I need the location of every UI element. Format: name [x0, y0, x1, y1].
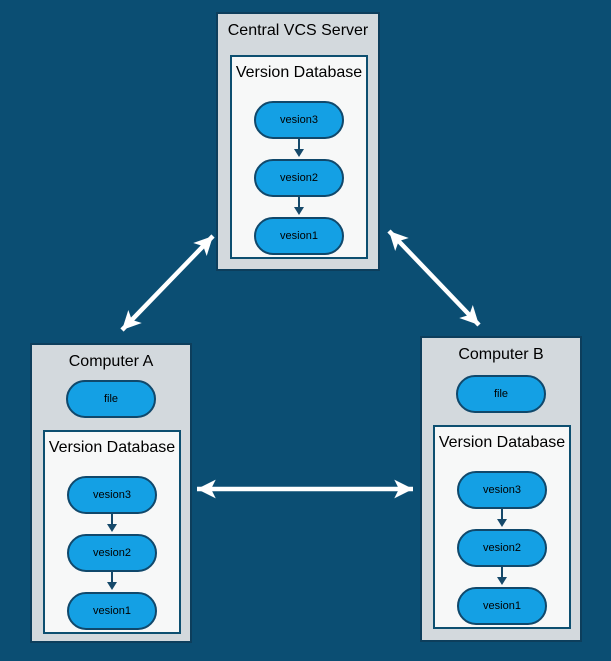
arrow-head: [497, 577, 507, 585]
node-central-vcs-server: Central VCS Server Version Database vesi…: [216, 12, 380, 271]
arrow-stem: [501, 509, 503, 519]
node-title: Computer B: [458, 346, 544, 363]
version-pill: vesion2: [67, 534, 157, 572]
arrow-head: [294, 149, 304, 157]
arrow-head: [294, 207, 304, 215]
version-database-title: Version Database: [438, 434, 566, 451]
arrow-stem: [298, 139, 300, 149]
edge-computer-a-server: [120, 234, 215, 332]
edge-server-computer-b: [387, 229, 481, 327]
down-arrow-icon: [497, 567, 507, 585]
version-database-title: Version Database: [235, 64, 363, 81]
version-pill: vesion2: [457, 529, 547, 567]
version-database-box: Version Database vesion3 vesion2 vesion1: [43, 430, 181, 634]
version-database-box: Version Database vesion3 vesion2 vesion1: [230, 55, 368, 259]
file-pill: file: [456, 375, 546, 413]
version-pill: vesion1: [67, 592, 157, 630]
node-computer-b: Computer B file Version Database vesion3…: [420, 336, 582, 642]
version-pill: vesion1: [254, 217, 344, 255]
down-arrow-icon: [294, 197, 304, 215]
arrow-stem: [298, 197, 300, 207]
node-title: Central VCS Server: [227, 22, 369, 39]
version-pill: vesion1: [457, 587, 547, 625]
arrow-head: [497, 519, 507, 527]
version-pill: vesion2: [254, 159, 344, 197]
arrow-stem: [111, 514, 113, 524]
version-pill: vesion3: [67, 476, 157, 514]
version-pill: vesion3: [254, 101, 344, 139]
arrow-stem: [501, 567, 503, 577]
version-database-title: Version Database: [48, 439, 176, 456]
node-computer-a: Computer A file Version Database vesion3…: [30, 343, 192, 643]
version-pill: vesion3: [457, 471, 547, 509]
down-arrow-icon: [107, 572, 117, 590]
version-database-box: Version Database vesion3 vesion2 vesion1: [433, 425, 571, 629]
node-title: Computer A: [68, 353, 154, 370]
file-pill: file: [66, 380, 156, 418]
arrow-head: [107, 582, 117, 590]
down-arrow-icon: [294, 139, 304, 157]
down-arrow-icon: [107, 514, 117, 532]
arrow-head: [107, 524, 117, 532]
arrow-stem: [111, 572, 113, 582]
down-arrow-icon: [497, 509, 507, 527]
